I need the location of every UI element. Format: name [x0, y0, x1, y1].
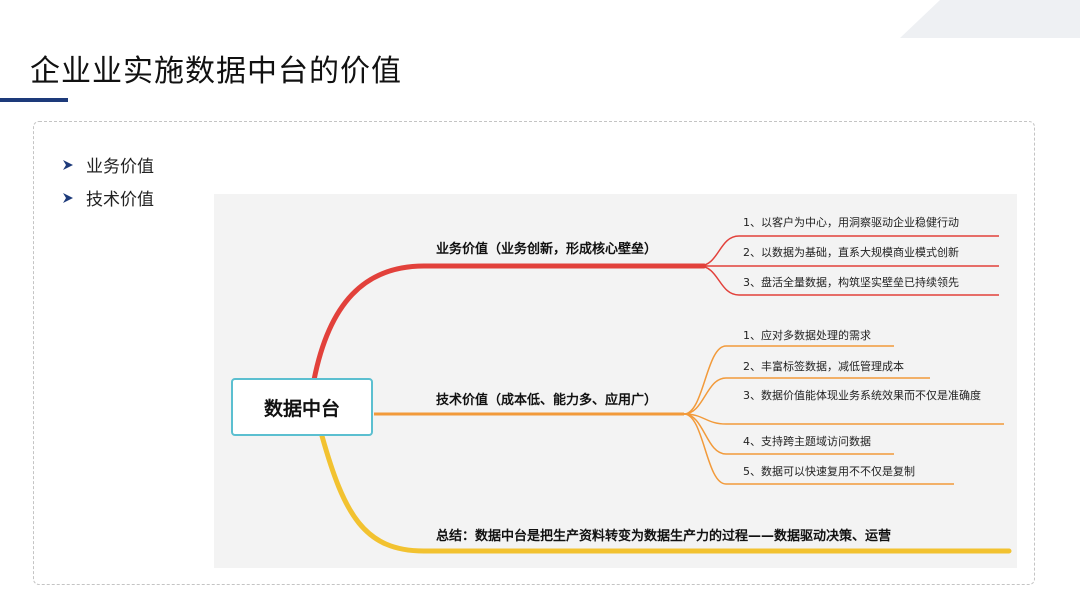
- branch-connector-business: [311, 263, 707, 383]
- branch-connector-summary: [319, 433, 1012, 554]
- slide-title: 企业业实施数据中台的价值: [30, 54, 402, 89]
- leaf-connector: [698, 235, 999, 267]
- bullet-label: 业务价值: [86, 157, 154, 177]
- mindmap-root-node: 数据中台: [231, 378, 373, 436]
- bullet-item: 业务价值: [62, 148, 154, 181]
- content-box: [33, 121, 1035, 585]
- leaf-label: 1、应对多数据处理的需求: [743, 329, 871, 342]
- leaf-label: 4、支持跨主题域访问数据: [743, 435, 871, 448]
- bullet-list: 业务价值 技术价值: [62, 148, 154, 214]
- title-underline: [0, 98, 68, 102]
- bullet-label: 技术价值: [86, 190, 154, 210]
- branch-label-summary: 总结：数据中台是把生产资料转变为数据生产力的过程——数据驱动决策、运营: [436, 529, 892, 544]
- leaf-connector: [683, 413, 954, 485]
- mindmap-panel: 数据中台 业务价值（业务创新，形成核心壁垒） 1、以客户为中心，用洞察驱动企业稳…: [214, 194, 1017, 568]
- leaf-label: 2、丰富标签数据，减低管理成本: [743, 360, 904, 373]
- branch-label-business: 业务价值（业务创新，形成核心壁垒）: [436, 242, 658, 257]
- leaf-connector: [683, 377, 930, 415]
- leaf-connector: [683, 413, 894, 455]
- bullet-item: 技术价值: [62, 181, 154, 214]
- mindmap-connectors: [311, 235, 1012, 554]
- leaf-connector: [683, 413, 1004, 425]
- corner-decoration: [900, 0, 1080, 38]
- leaf-label: 1、以客户为中心，用洞察驱动企业稳健行动: [743, 216, 959, 229]
- leaf-label: 3、数据价值能体现业务系统效果而不仅是准确度: [743, 389, 981, 402]
- arrow-bullet-icon: [63, 159, 73, 170]
- leaf-label: 2、以数据为基础，直系大规模商业模式创新: [743, 246, 959, 259]
- leaf-label: 5、数据可以快速复用不不仅是复制: [743, 465, 915, 478]
- arrow-bullet-icon: [63, 192, 73, 203]
- leaf-connector: [698, 265, 999, 296]
- leaf-label: 3、盘活全量数据，构筑坚实壁垒已持续领先: [743, 276, 959, 289]
- branch-label-tech: 技术价值（成本低、能力多、应用广）: [436, 393, 658, 408]
- leaf-connector: [683, 345, 894, 415]
